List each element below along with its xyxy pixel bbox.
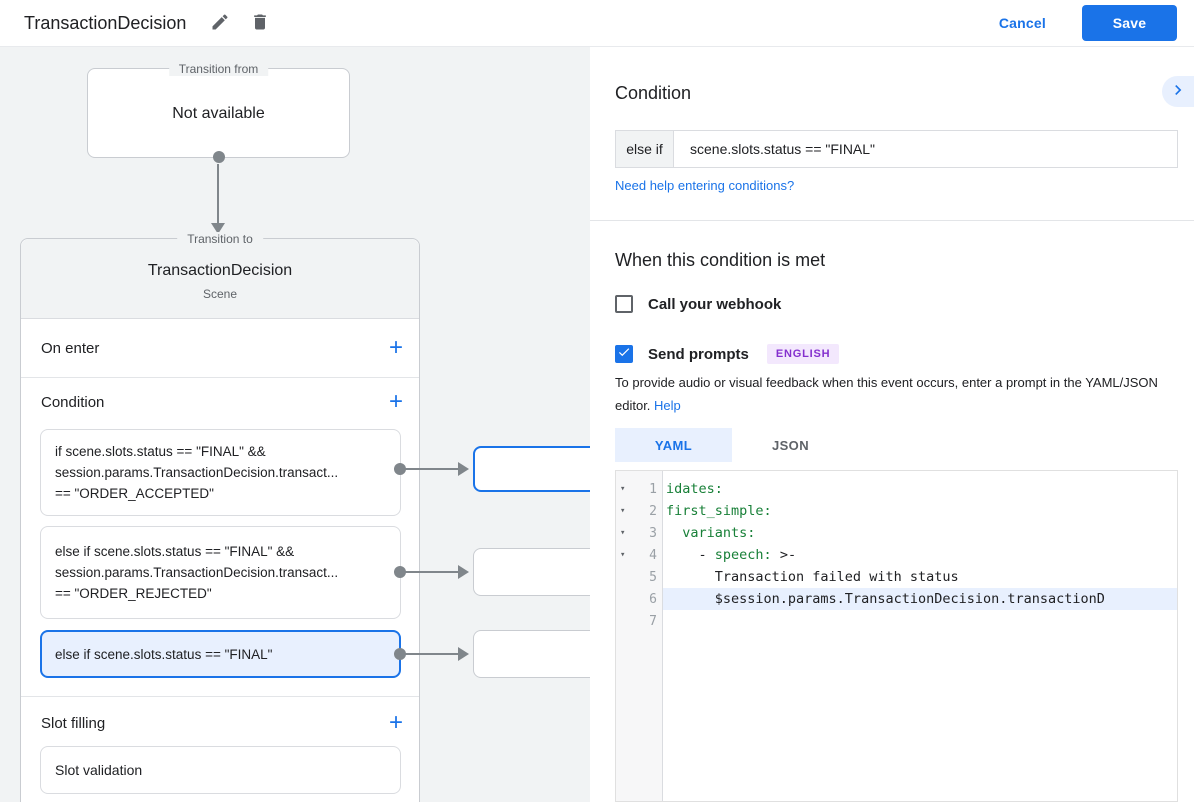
- save-button[interactable]: Save: [1082, 5, 1177, 41]
- conditions-help-link[interactable]: Need help entering conditions?: [615, 178, 795, 193]
- code-line: idates:: [666, 481, 723, 497]
- code-line: Transaction failed with status: [666, 569, 959, 585]
- transition-to-legend: Transition to: [177, 232, 263, 246]
- yaml-code-editor: ▾ 1 ▾ 2 ▾ 3 ▾ 4 5 6 7 idates: first_simple: …: [615, 470, 1178, 802]
- checkmark-icon: [617, 345, 631, 364]
- connector-dot: [212, 151, 225, 163]
- connector-dot: [394, 566, 406, 578]
- condition-section-header: Condition +: [21, 378, 419, 426]
- line-number: 5: [649, 569, 657, 585]
- condition-expression-group: else if scene.slots.status == "FINAL": [615, 130, 1178, 168]
- pencil-icon: [210, 12, 230, 35]
- arrow-right-icon: [458, 565, 469, 579]
- connector-line-vertical: [217, 164, 219, 224]
- connector-dot: [394, 463, 406, 475]
- condition-text-line: == "ORDER_REJECTED": [55, 586, 212, 601]
- send-prompts-row: Send prompts ENGLISH: [615, 344, 840, 364]
- code-line: first_simple:: [666, 503, 772, 519]
- top-bar: TransactionDecision Cancel Save: [0, 0, 1194, 47]
- line-number: 6: [649, 591, 657, 607]
- line-number: 3: [649, 525, 657, 541]
- editor-format-tabs: YAML JSON: [615, 428, 849, 462]
- arrow-right-icon: [458, 647, 469, 661]
- collapse-panel-button[interactable]: [1162, 76, 1194, 107]
- transition-to-card: Transition to TransactionDecision Scene …: [20, 232, 420, 802]
- scene-name: TransactionDecision: [147, 262, 293, 279]
- connector-line: [404, 571, 460, 573]
- slot-validation-item[interactable]: Slot validation: [40, 746, 401, 794]
- condition-text-line: == "ORDER_ACCEPTED": [55, 486, 214, 501]
- scene-graph-canvas: Transition from Not available Transition…: [0, 47, 590, 802]
- panel-divider: [590, 220, 1194, 221]
- chevron-right-icon: [1168, 80, 1188, 103]
- fold-arrow-icon[interactable]: ▾: [620, 483, 626, 494]
- slot-filling-section-header: Slot filling +: [21, 701, 419, 745]
- on-enter-label: On enter: [41, 339, 100, 357]
- scene-card-header[interactable]: TransactionDecision Scene: [21, 239, 419, 319]
- transition-from-node[interactable]: Transition from Not available: [87, 62, 350, 163]
- transition-target-node[interactable]: [473, 630, 590, 678]
- transition-from-legend: Transition from: [168, 62, 269, 76]
- fold-arrow-icon[interactable]: ▾: [620, 505, 626, 516]
- condition-text-line: if scene.slots.status == "FINAL" &&: [55, 444, 266, 459]
- send-prompts-checkbox[interactable]: [615, 345, 633, 363]
- condition-text-line: session.params.TransactionDecision.trans…: [55, 565, 339, 580]
- condition-item-final-selected[interactable]: else if scene.slots.status == "FINAL": [40, 630, 401, 678]
- delete-scene-button[interactable]: [250, 12, 270, 35]
- connector-dot: [394, 648, 406, 660]
- arrow-down-icon: [211, 223, 225, 234]
- editor-hint-text: To provide audio or visual feedback when…: [615, 375, 1158, 413]
- call-webhook-checkbox[interactable]: [615, 295, 633, 313]
- panel-title: Condition: [615, 83, 692, 103]
- edit-scene-button[interactable]: [210, 12, 230, 35]
- page-title: TransactionDecision: [24, 12, 187, 33]
- transition-from-value: Not available: [172, 105, 265, 122]
- condition-prefix-label: else if: [616, 131, 674, 167]
- editor-gutter: ▾ 1 ▾ 2 ▾ 3 ▾ 4 5 6 7: [616, 471, 663, 801]
- tab-yaml[interactable]: YAML: [615, 428, 732, 462]
- tab-json[interactable]: JSON: [732, 428, 849, 462]
- scene-type-label: Scene: [202, 287, 238, 301]
- line-number: 7: [649, 613, 657, 629]
- line-number: 4: [649, 547, 657, 563]
- editor-hint: To provide audio or visual feedback when…: [615, 372, 1173, 418]
- condition-item-order-accepted[interactable]: if scene.slots.status == "FINAL" && sess…: [40, 429, 401, 516]
- transition-target-node[interactable]: [473, 548, 590, 596]
- when-condition-met-title: When this condition is met: [615, 250, 826, 270]
- on-enter-section: On enter +: [21, 319, 419, 378]
- arrow-right-icon: [458, 462, 469, 476]
- line-number: 2: [649, 503, 657, 519]
- condition-text-line: else if scene.slots.status == "FINAL": [55, 647, 273, 662]
- send-prompts-label: Send prompts: [648, 345, 749, 363]
- condition-text-line: session.params.TransactionDecision.trans…: [55, 465, 339, 480]
- editor-code-area[interactable]: idates: first_simple: variants: - speech…: [663, 471, 1177, 801]
- trash-icon: [250, 12, 270, 35]
- condition-item-order-rejected[interactable]: else if scene.slots.status == "FINAL" &&…: [40, 526, 401, 619]
- section-divider: [21, 696, 419, 697]
- code-line: - speech: >-: [666, 547, 797, 563]
- connector-line: [404, 468, 460, 470]
- fold-arrow-icon[interactable]: ▾: [620, 549, 626, 560]
- add-slot-button[interactable]: +: [388, 709, 403, 736]
- language-badge: ENGLISH: [766, 344, 840, 364]
- code-line-highlighted: $session.params.TransactionDecision.tran…: [663, 588, 1177, 610]
- add-condition-button[interactable]: +: [388, 388, 403, 415]
- line-number: 1: [649, 481, 657, 497]
- fold-arrow-icon[interactable]: ▾: [620, 527, 626, 538]
- call-webhook-label: Call your webhook: [648, 295, 782, 313]
- add-on-enter-button[interactable]: +: [388, 334, 403, 361]
- connector-line: [404, 653, 460, 655]
- code-line: [663, 610, 1177, 632]
- condition-detail-panel: Condition else if scene.slots.status == …: [590, 47, 1194, 802]
- condition-section-label: Condition: [41, 393, 105, 411]
- code-line: variants:: [682, 525, 756, 541]
- slot-filling-label: Slot filling: [41, 714, 106, 732]
- help-link[interactable]: Help: [654, 397, 681, 413]
- transition-target-node-selected[interactable]: [473, 446, 590, 492]
- slot-validation-label: Slot validation: [55, 762, 143, 778]
- condition-expression-input[interactable]: scene.slots.status == "FINAL": [690, 141, 876, 157]
- condition-text-line: else if scene.slots.status == "FINAL" &&: [55, 544, 295, 559]
- cancel-button[interactable]: Cancel: [998, 15, 1046, 31]
- call-webhook-row: Call your webhook: [615, 295, 781, 313]
